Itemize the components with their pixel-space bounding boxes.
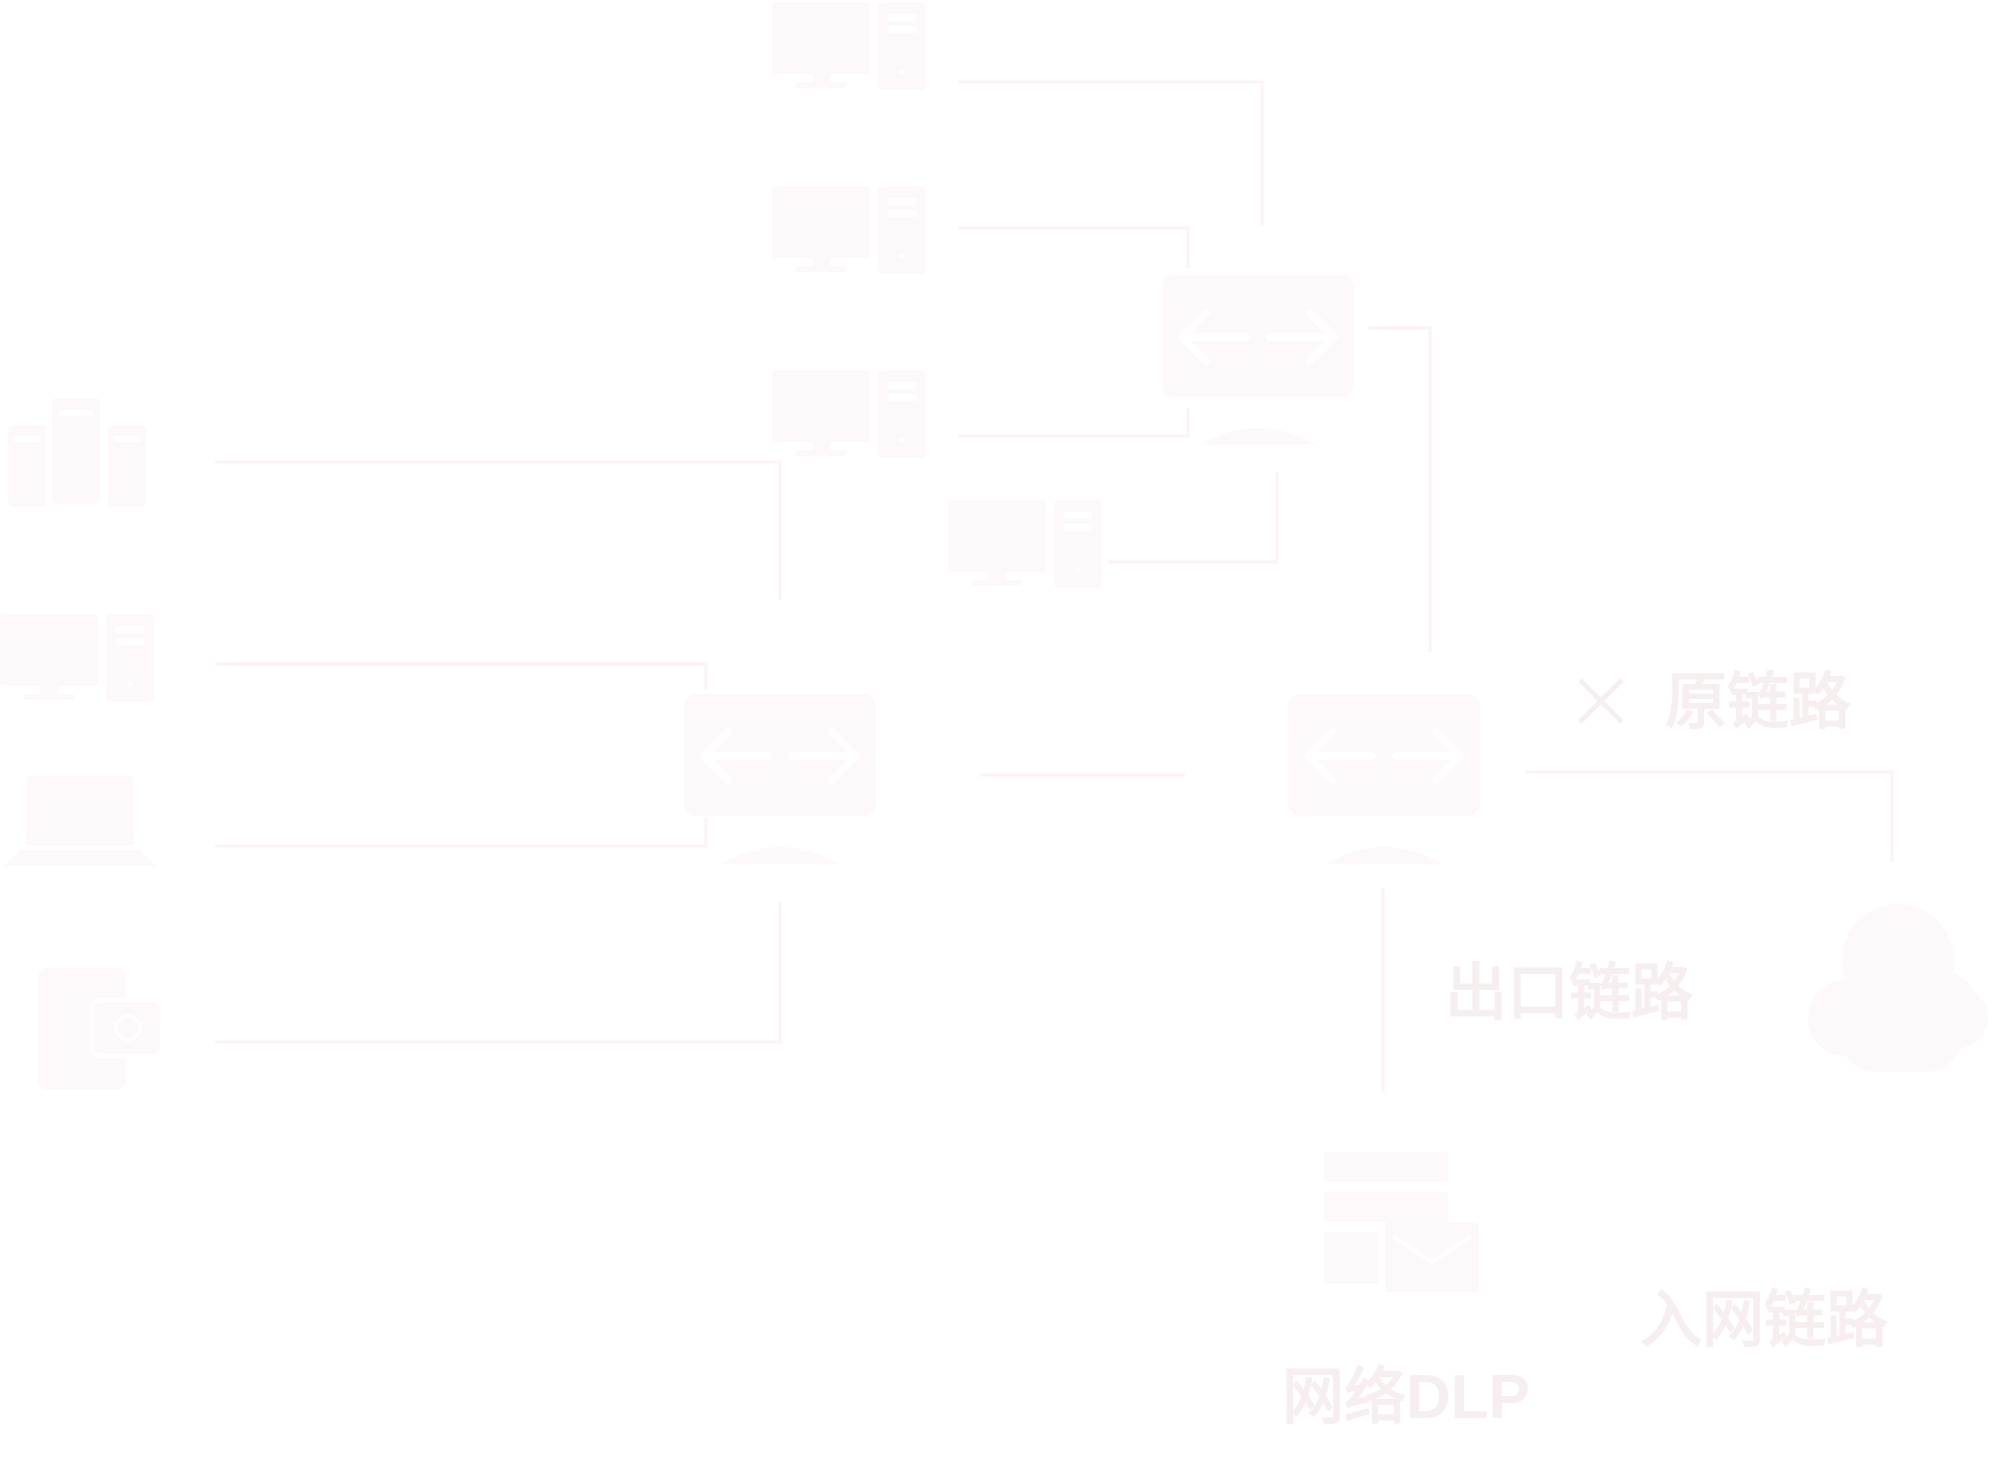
original-link-label: 原链路 bbox=[1665, 668, 1852, 737]
dlp-appliance-icon bbox=[1324, 1152, 1479, 1292]
laptop-icon bbox=[4, 776, 156, 866]
desktop-computer-icon bbox=[772, 186, 926, 274]
cross-icon bbox=[1578, 678, 1624, 724]
desktop-computer-icon bbox=[948, 500, 1102, 588]
switch-icon bbox=[684, 694, 876, 864]
switch-icon bbox=[1288, 694, 1480, 864]
egress-link-label: 出口链路 bbox=[1445, 959, 1694, 1028]
cloud-icon bbox=[1808, 904, 1988, 1072]
server-cluster-icon bbox=[8, 398, 146, 507]
desktop-computer-icon bbox=[772, 370, 926, 458]
network-dlp-label: 网络DLP bbox=[1282, 1363, 1531, 1432]
desktop-computer-icon bbox=[772, 2, 926, 90]
link-lines bbox=[215, 80, 1894, 1092]
ingress-link-label: 入网链路 bbox=[1640, 1286, 1889, 1355]
switch-icon bbox=[1162, 275, 1354, 445]
mobile-devices-icon bbox=[38, 968, 164, 1090]
desktop-computer-icon bbox=[0, 614, 154, 702]
